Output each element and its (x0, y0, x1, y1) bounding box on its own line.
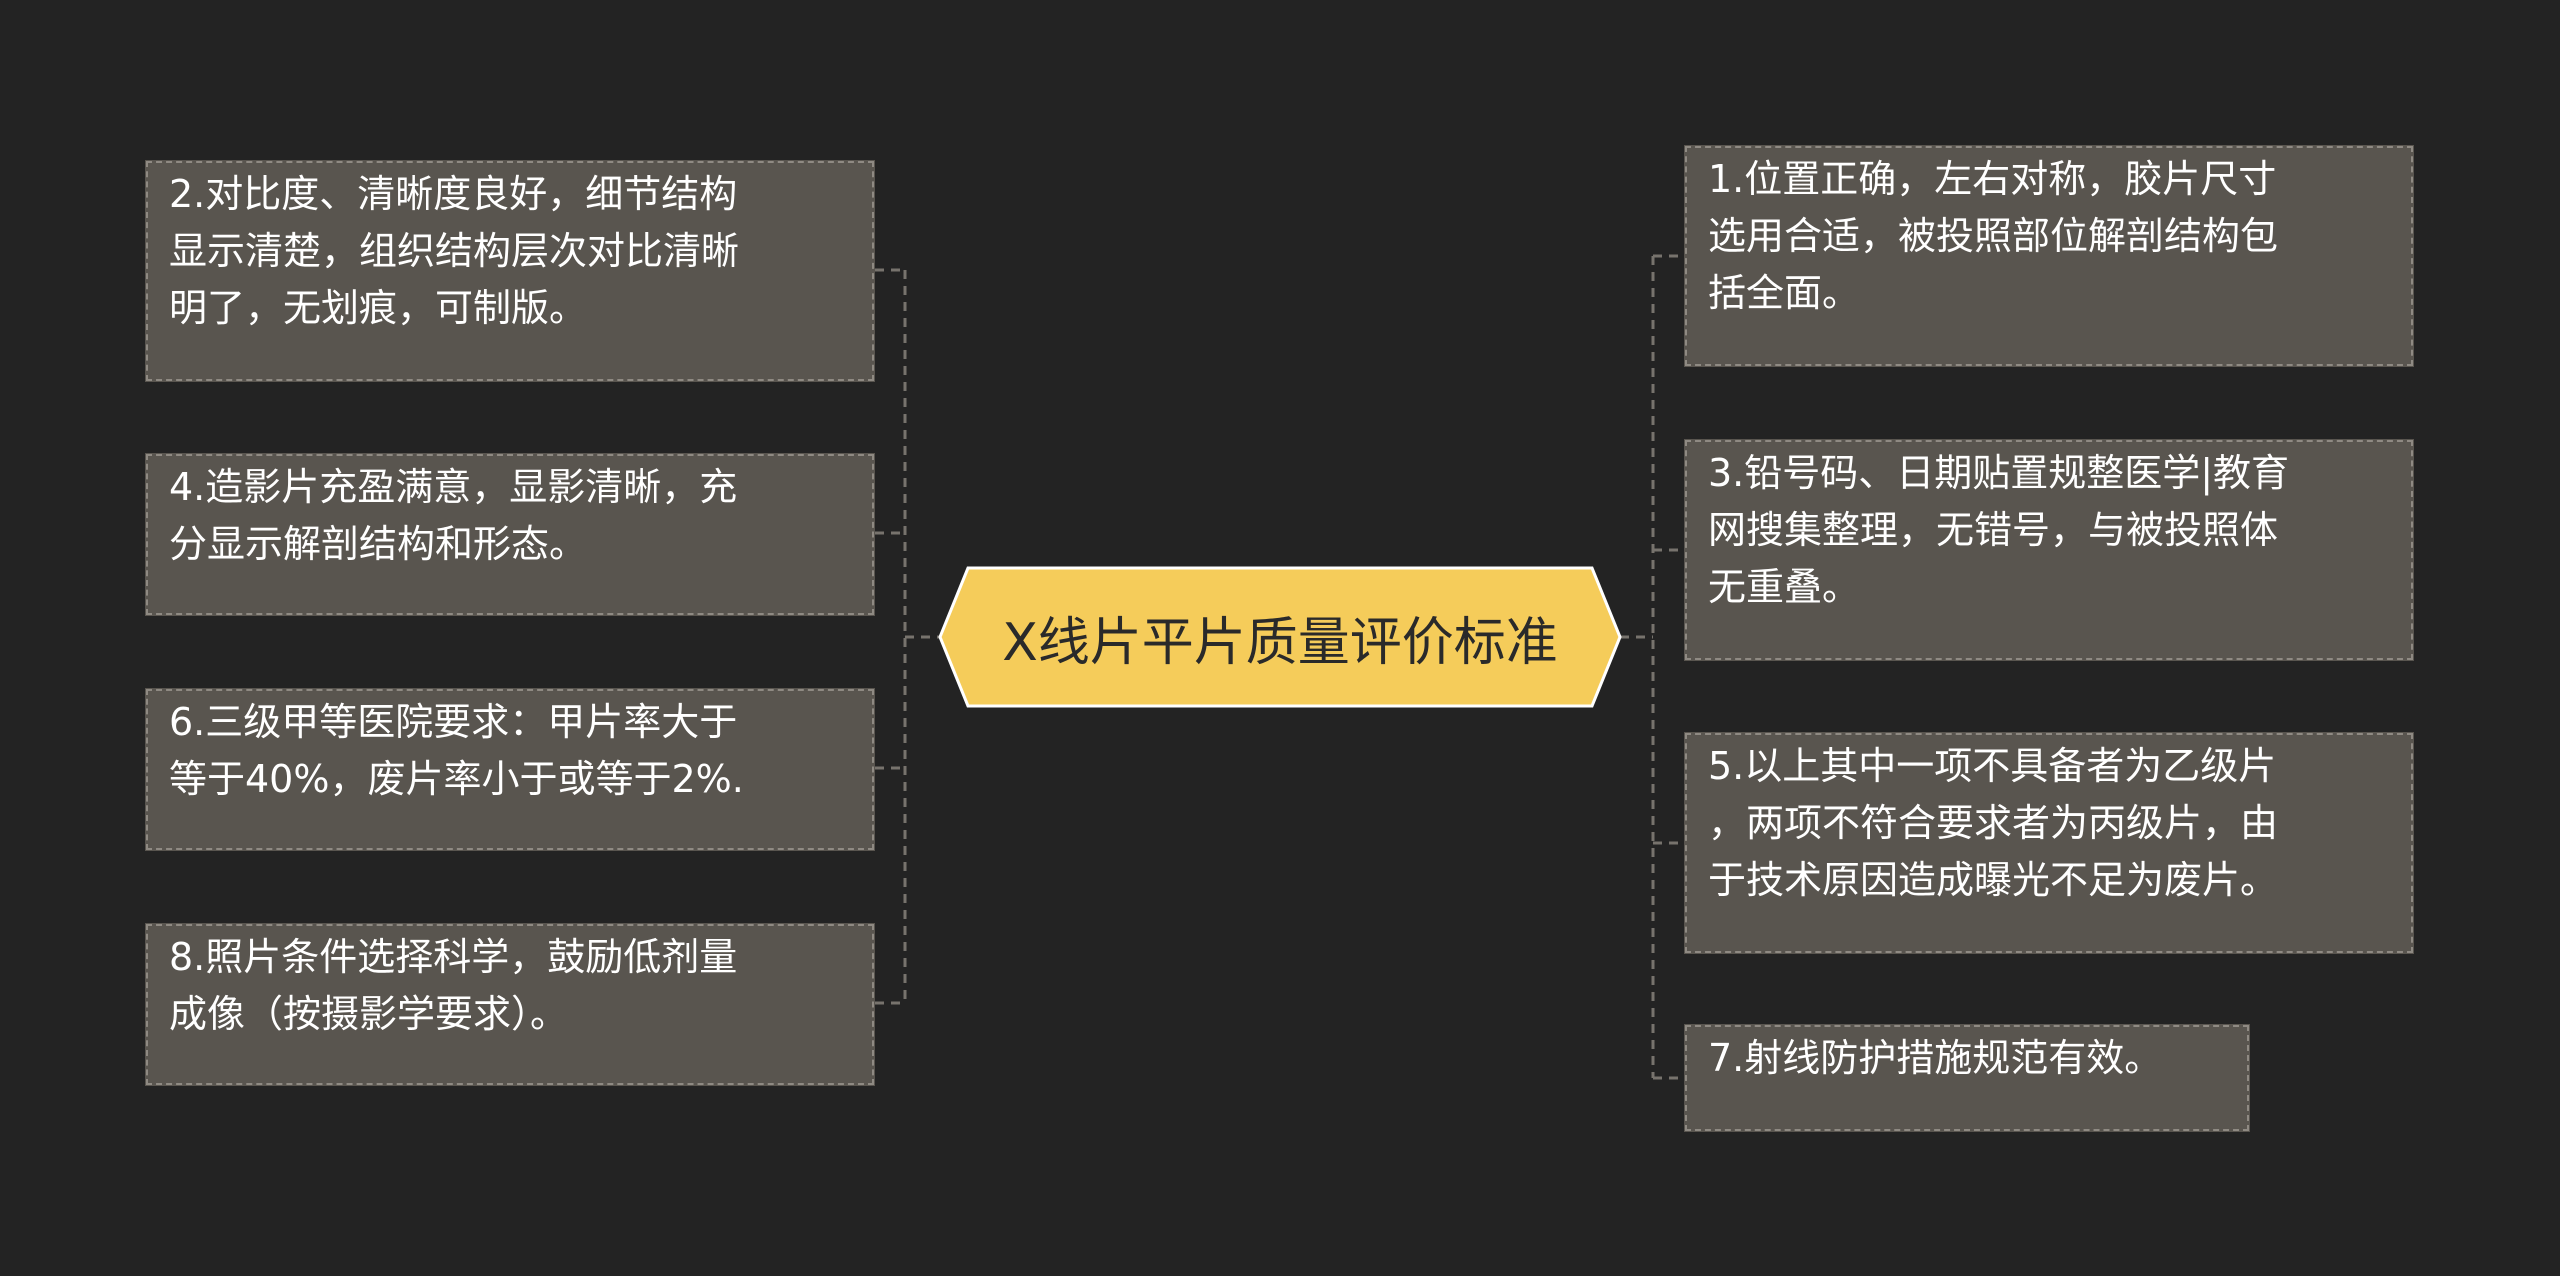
central-topic-shape (938, 566, 1622, 708)
central-topic-node[interactable]: X线片平片质量评价标准 (938, 566, 1622, 708)
right-node-2[interactable]: 3.铅号码、日期贴置规整医学|教育 网搜集整理，无错号，与被投照体 无重叠。 (1684, 439, 2414, 661)
left-node-2[interactable]: 4.造影片充盈满意，显影清晰，充 分显示解剖结构和形态。 (145, 453, 875, 616)
right-node-4[interactable]: 7.射线防护措施规范有效。 (1684, 1024, 2250, 1132)
right-node-3[interactable]: 5.以上其中一项不具备者为乙级片 ，两项不符合要求者为丙级片，由 于技术原因造成… (1684, 732, 2414, 954)
left-node-4[interactable]: 8.照片条件选择科学，鼓励低剂量 成像（按摄影学要求）。 (145, 923, 875, 1086)
right-node-1[interactable]: 1.位置正确，左右对称，胶片尺寸 选用合适，被投照部位解剖结构包 括全面。 (1684, 145, 2414, 367)
central-topic-title: X线片平片质量评价标准 (1002, 612, 1558, 673)
left-node-3[interactable]: 6.三级甲等医院要求：甲片率大于 等于40%，废片率小于或等于2%. (145, 688, 875, 851)
left-node-1[interactable]: 2.对比度、清晰度良好，细节结构 显示清楚，组织结构层次对比清晰 明了，无划痕，… (145, 160, 875, 382)
